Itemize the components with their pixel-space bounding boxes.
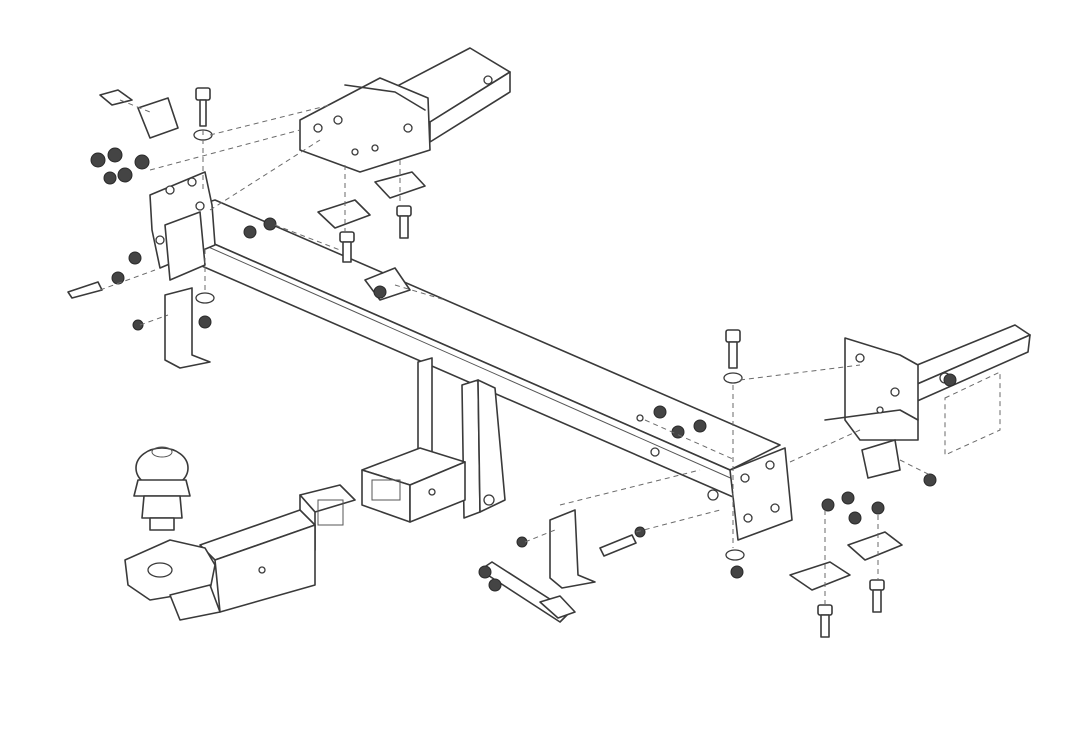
right-support-bracket: [549, 509, 596, 589]
left-chassis-rail: [299, 47, 511, 173]
receiver-assembly: [361, 357, 506, 523]
bolts: [67, 87, 885, 638]
right-chassis-rail: [824, 324, 1031, 456]
right-end-plate: [729, 447, 793, 541]
tow-ball: [133, 446, 191, 531]
left-support-bracket: [164, 287, 211, 369]
hitch-pin: [478, 561, 576, 623]
assembly-guide-lines: [99, 99, 931, 605]
spacer-plates: [137, 97, 903, 591]
tow-ball-mount: [124, 484, 356, 621]
left-end-plate: [149, 171, 216, 281]
